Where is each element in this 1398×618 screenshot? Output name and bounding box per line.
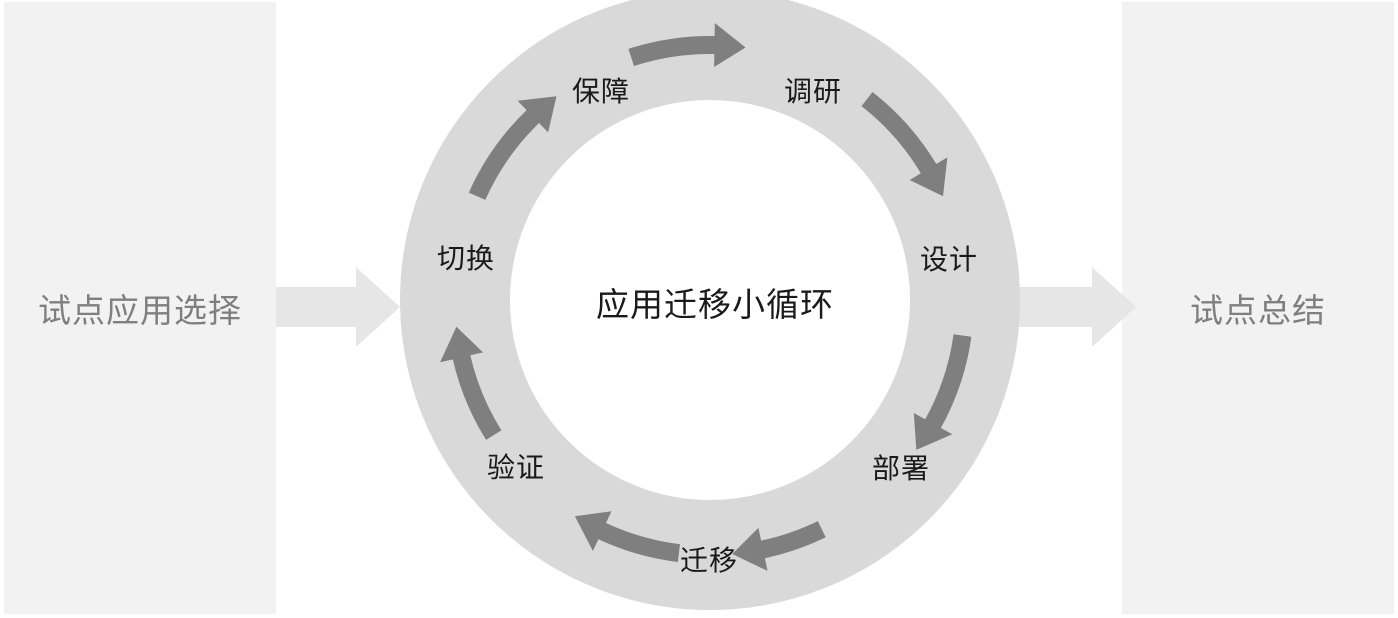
step-label-survey: 调研 xyxy=(783,75,843,108)
step-label-deploy: 部署 xyxy=(871,452,931,485)
start-panel: 试点应用选择 xyxy=(4,2,276,614)
arrow-design-to-deploy xyxy=(913,334,972,450)
step-label-design: 设计 xyxy=(919,243,979,276)
arrow-survey-to-design xyxy=(861,92,948,197)
arrow-assure-to-survey xyxy=(628,23,746,67)
start-panel-label: 试点应用选择 xyxy=(38,291,242,330)
flow-arrow-in xyxy=(276,267,400,347)
cycle-title: 应用迁移小循环 xyxy=(596,285,834,324)
arrow-migrate-to-verify xyxy=(574,511,680,562)
step-label-switch: 切换 xyxy=(436,242,496,275)
flow-arrow-out xyxy=(1018,267,1136,347)
step-label-migrate: 迁移 xyxy=(679,544,739,577)
arrow-verify-to-switch xyxy=(440,326,502,440)
arrow-switch-to-assure xyxy=(468,96,557,200)
end-panel: 试点总结 xyxy=(1122,2,1394,614)
arrow-deploy-to-migrate xyxy=(732,521,826,571)
step-label-verify: 验证 xyxy=(486,451,546,484)
step-label-assure: 保障 xyxy=(571,75,631,108)
end-panel-label: 试点总结 xyxy=(1190,291,1326,330)
